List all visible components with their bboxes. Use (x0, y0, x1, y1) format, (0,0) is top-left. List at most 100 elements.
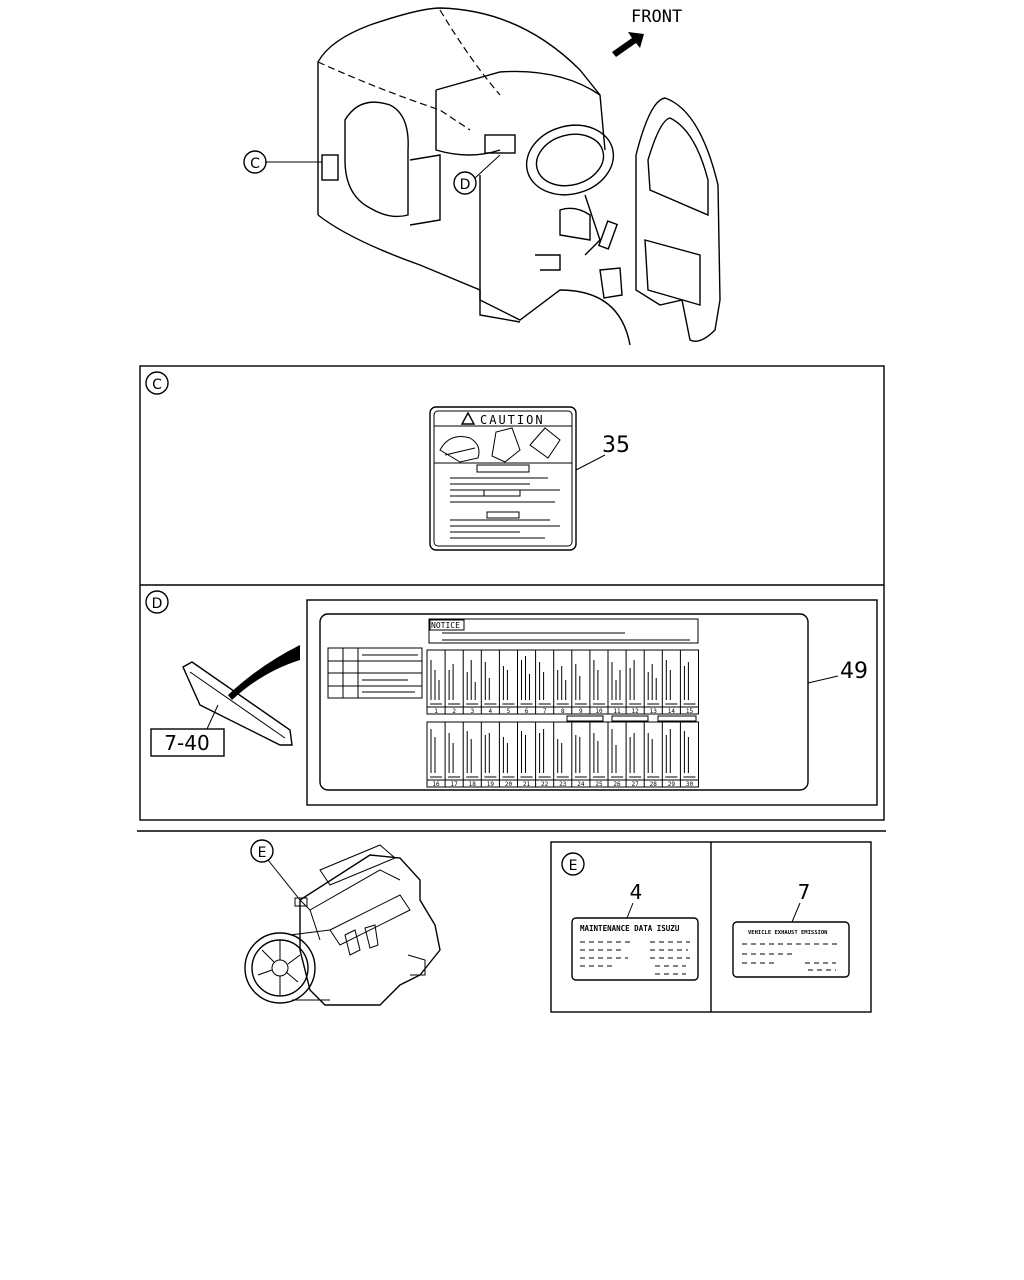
notice-grid-cell: 7 (535, 650, 554, 715)
ref-label: 7-40 (164, 731, 209, 755)
engine-e-letter: E (258, 845, 267, 861)
notice-cell-number: 14 (668, 708, 676, 715)
notice-cell-number: 9 (579, 708, 583, 715)
notice-grid-cell: 23 (553, 722, 572, 788)
caution-label: CAUTION (429, 406, 577, 551)
notice-grid-cell: 25 (589, 722, 608, 788)
notice-cell-number: 10 (595, 708, 603, 715)
sun-visor (182, 645, 300, 746)
notice-grid-cell: 6 (517, 650, 536, 715)
notice-grid-cell: 2 (444, 650, 464, 715)
notice-cell-number: 15 (686, 708, 694, 715)
notice-grid-cell: 3 (462, 650, 482, 715)
warning-triangle-icon (460, 411, 476, 425)
part-7-number: 7 (798, 880, 811, 904)
notice-cell-number: 21 (523, 781, 531, 788)
notice-cell-number: 27 (632, 781, 640, 788)
notice-cell-number: 25 (595, 781, 603, 788)
part-7-leader (791, 902, 801, 923)
part-49-number: 49 (840, 659, 868, 684)
part-35-number: 35 (602, 433, 630, 458)
front-label: FRONT (631, 7, 682, 27)
section-frame (139, 365, 885, 821)
notice-title: NOTICE (431, 621, 460, 630)
caution-title: CAUTION (480, 413, 545, 427)
maintenance-title: MAINTENANCE DATA ISUZU (580, 924, 680, 933)
section-c-letter: C (152, 377, 162, 393)
part-49-leader (807, 675, 839, 684)
notice-cell-number: 7 (543, 708, 547, 715)
part-4-number: 4 (630, 880, 643, 904)
callout-e-engine: E (250, 839, 274, 863)
part-4-leader (626, 902, 634, 919)
ref-box (150, 728, 225, 757)
notice-grid-cell: 11 (607, 650, 627, 715)
notice-cell-number: 5 (507, 708, 511, 715)
notice-grid-cell: 12 (625, 650, 645, 715)
notice-cell-number: 30 (686, 781, 694, 788)
ref-leader (206, 704, 219, 730)
notice-grid-cell: 30 (679, 722, 699, 788)
callout-d-section: D (145, 590, 169, 614)
notice-cell-number: 11 (613, 708, 621, 715)
notice-cell-number: 23 (559, 781, 567, 788)
maintenance-label: MAINTENANCE DATA ISUZU (571, 917, 699, 981)
notice-cell-number: 28 (650, 781, 658, 788)
notice-grid-row2: 16 17 18 19 20 21 22 23 24 25 26 27 28 29 30 (426, 721, 699, 788)
callout-d-letter: D (460, 177, 471, 193)
notice-grid-cell: 14 (661, 650, 681, 715)
cab-illustration (265, 7, 721, 346)
notice-grid-cell: 22 (535, 722, 554, 788)
callout-c-section: C (145, 371, 169, 395)
notice-cell-number: 24 (577, 781, 585, 788)
notice-grid-cell: 15 (679, 650, 699, 715)
callout-c-letter: C (250, 156, 260, 172)
emission-title: VEHICLE EXHAUST EMISSION (748, 930, 827, 936)
callout-e-section: E (561, 852, 585, 876)
notice-grid-cell: 9 (571, 650, 590, 715)
notice-cell-number: 29 (668, 781, 676, 788)
notice-cell-number: 13 (650, 708, 658, 715)
notice-header (428, 618, 699, 644)
notice-grid-cell: 4 (480, 650, 500, 715)
notice-cell-number: 17 (451, 781, 459, 788)
notice-cell-number: 6 (525, 708, 529, 715)
engine-illustration (244, 844, 441, 1006)
notice-grid-cell: 18 (462, 722, 482, 788)
notice-grid-cell: 21 (517, 722, 536, 788)
callout-c-top: C (243, 150, 267, 174)
notice-grid-cell: 17 (444, 722, 464, 788)
notice-cell-number: 2 (452, 708, 456, 715)
notice-grid-cell: 20 (498, 722, 518, 788)
notice-grid-cell: 16 (426, 722, 446, 788)
notice-grid-cell: 8 (553, 650, 572, 715)
part-35-leader (575, 454, 606, 471)
notice-cell-number: 26 (613, 781, 621, 788)
notice-grid-cell: 24 (571, 722, 590, 788)
notice-outer-frame (306, 599, 878, 806)
emission-label: VEHICLE EXHAUST EMISSION (732, 921, 850, 978)
notice-cell-number: 8 (561, 708, 565, 715)
notice-cell-number: 16 (432, 781, 440, 788)
notice-grid-cell: 5 (498, 650, 518, 715)
notice-grid-cell: 1 (426, 650, 446, 715)
notice-cell-number: 18 (469, 781, 477, 788)
callout-e-leader (267, 859, 301, 901)
notice-cell-number: 20 (505, 781, 513, 788)
notice-grid-cell: 28 (643, 722, 663, 788)
notice-cell-number: 4 (489, 708, 493, 715)
notice-grid-cell: 19 (480, 722, 500, 788)
section-d-letter: D (152, 596, 163, 612)
notice-cell-number: 19 (487, 781, 495, 788)
notice-grid-cell: 13 (643, 650, 663, 715)
notice-cell-number: 12 (632, 708, 640, 715)
notice-grid-cell: 26 (607, 722, 627, 788)
callout-d-top: D (453, 171, 477, 195)
section-e-letter: E (569, 858, 578, 874)
notice-label (319, 613, 809, 791)
notice-grid-cell: 27 (625, 722, 645, 788)
notice-cell-number: 22 (541, 781, 549, 788)
notice-cell-number: 3 (470, 708, 474, 715)
